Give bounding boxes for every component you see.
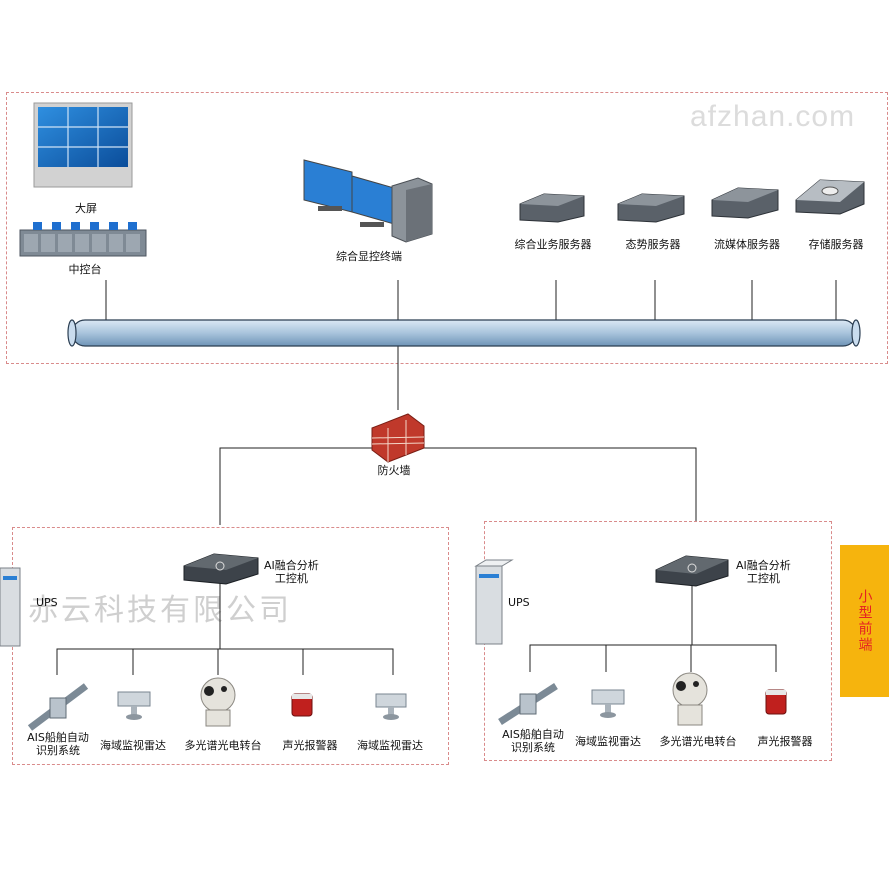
watermark-company: 赤云科技有限公司	[28, 593, 292, 628]
ai-computer-icon-right	[655, 555, 729, 587]
device-label-left-1: AIS船舶自动 识别系统	[27, 731, 89, 757]
connector-lines	[56, 280, 837, 675]
server-icon-1	[519, 193, 585, 223]
ups-label-right: UPS	[508, 596, 530, 609]
watermark-site: afzhan.com	[690, 100, 856, 133]
server-label-3: 流媒体服务器	[714, 238, 780, 251]
firewall-icon	[371, 413, 425, 463]
server-icon-4	[795, 179, 865, 215]
radar-icon-left-1	[117, 691, 151, 720]
radar-icon-left-2	[375, 693, 407, 720]
ai-computer-label-left-line2: 工控机	[274, 572, 308, 585]
ai-computer-label-right: AI融合分析 工控机	[736, 559, 791, 585]
server-label-1: 综合业务服务器	[514, 238, 592, 251]
ups-icon-right	[474, 559, 514, 645]
electro-optical-turret-icon-left	[200, 677, 236, 727]
device-label-right-1-line1: AIS船舶自动	[502, 728, 564, 741]
device-label-left-1-line1: AIS船舶自动	[27, 731, 89, 744]
device-label-right-3: 多光谱光电转台	[659, 735, 737, 748]
electro-optical-turret-icon-right	[672, 672, 708, 726]
big-screen-label: 大屏	[75, 202, 97, 215]
device-label-left-2: 海域监视雷达	[100, 739, 166, 752]
server-label-2: 态势服务器	[625, 238, 681, 251]
command-center-zone	[6, 92, 888, 364]
control-console-label: 中控台	[68, 263, 102, 276]
ais-icon-right	[498, 683, 558, 725]
alarm-icon-right	[765, 689, 787, 715]
device-label-right-2: 海域监视雷达	[575, 735, 641, 748]
ups-icon-left	[0, 567, 21, 647]
radar-icon-right	[591, 689, 625, 718]
display-terminal-label: 综合显控终端	[336, 250, 402, 263]
big-screen-icon	[33, 102, 133, 188]
control-console-icon	[19, 222, 147, 257]
ais-icon-left	[27, 683, 89, 731]
display-terminal-icon	[303, 159, 433, 243]
device-label-right-4: 声光报警器	[757, 735, 813, 748]
device-label-left-5: 海域监视雷达	[357, 739, 423, 752]
alarm-icon-left	[291, 693, 313, 717]
ai-computer-label-left-line1: AI融合分析	[264, 559, 319, 572]
device-label-left-3: 多光谱光电转台	[184, 739, 262, 752]
device-label-right-1-line2: 识别系统	[510, 741, 555, 754]
device-label-left-4: 声光报警器	[282, 739, 338, 752]
ai-computer-label-left: AI融合分析 工控机	[264, 559, 319, 585]
server-label-4: 存储服务器	[808, 238, 864, 251]
network-bus	[67, 319, 861, 347]
ups-label-left: UPS	[36, 596, 58, 609]
device-label-right-1: AIS船舶自动 识别系统	[502, 728, 564, 754]
server-icon-2	[617, 193, 685, 223]
ai-computer-label-right-line1: AI融合分析	[736, 559, 791, 572]
side-label-small-front-end: 小型前端	[840, 545, 889, 697]
ai-computer-icon-left	[183, 553, 259, 585]
server-icon-3	[711, 187, 779, 219]
device-label-left-1-line2: 识别系统	[35, 744, 80, 757]
ai-computer-label-right-line2: 工控机	[746, 572, 780, 585]
firewall-label: 防火墙	[377, 464, 411, 477]
